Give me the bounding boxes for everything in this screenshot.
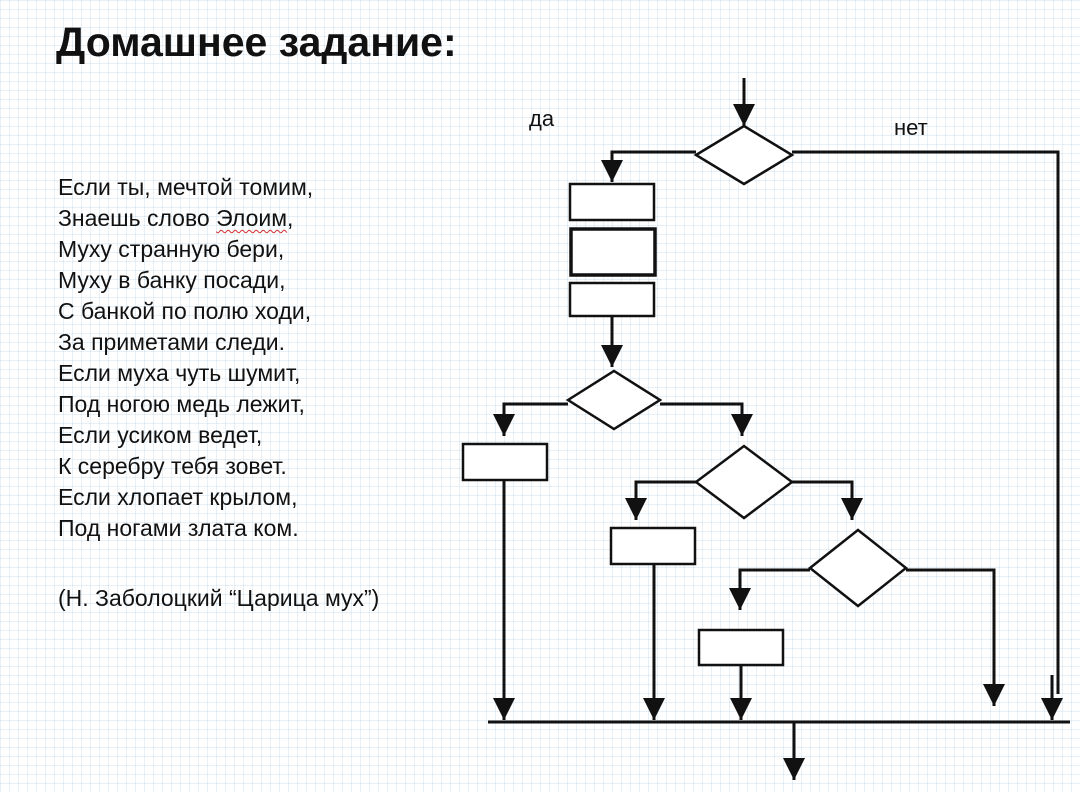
poem-line-9: Если усиком ведет, (58, 422, 263, 448)
spellcheck-word: Элоим (216, 205, 288, 231)
poem-line-5: С банкой по полю ходи, (58, 298, 312, 324)
poem-line-4: Муху в банку посади, (58, 267, 286, 293)
decision-2-right-line (660, 402, 753, 436)
process-box-2 (569, 227, 657, 277)
process-box-4 (461, 442, 549, 482)
decision-3-right-line (792, 480, 863, 520)
poem-line-12: Под ногами злата ком. (58, 515, 299, 541)
process-box-5 (609, 526, 697, 566)
decision-1-no-line (792, 150, 1060, 694)
decision-diamond-1 (693, 124, 795, 186)
yes-label: да (529, 106, 555, 131)
poem-line-3: Муху странную бери, (58, 236, 285, 262)
poem-line-6: За приметами следи. (58, 329, 285, 355)
decision-4-right-line (906, 568, 1005, 706)
poem-line-8: Под ногою медь лежит, (58, 391, 305, 417)
decision-4-left-line (729, 568, 810, 610)
process-box-1 (568, 182, 656, 222)
decision-diamond-3 (693, 444, 795, 520)
process-box-6 (697, 628, 785, 667)
poem-line-2: Знаешь слово Элоим, (58, 203, 478, 234)
poem-attribution: (Н. Заболоцкий “Царица мух”) (58, 585, 380, 611)
poem-text: Если ты, мечтой томим, Знаешь слово Элои… (58, 172, 478, 614)
poem-line-7: Если муха чуть шумит, (58, 360, 301, 386)
no-label: нет (894, 115, 928, 140)
decision-3-left-line (625, 480, 696, 520)
poem-line-2-end: , (287, 205, 294, 231)
decision-diamond-2 (565, 369, 663, 431)
decision-diamond-4 (807, 528, 909, 608)
poem-line-10: К серебру тебя зовет. (58, 453, 287, 479)
poem-line-1: Если ты, мечтой томим, (58, 174, 314, 200)
decision-2-left-line (493, 402, 568, 436)
poem-line-2-start: Знаешь слово (58, 205, 217, 231)
decision-1-yes-line (601, 150, 696, 182)
poem-line-11: Если хлопает крылом, (58, 484, 298, 510)
process-box-3 (568, 281, 656, 318)
slide-title: Домашнее задание: (56, 19, 457, 65)
